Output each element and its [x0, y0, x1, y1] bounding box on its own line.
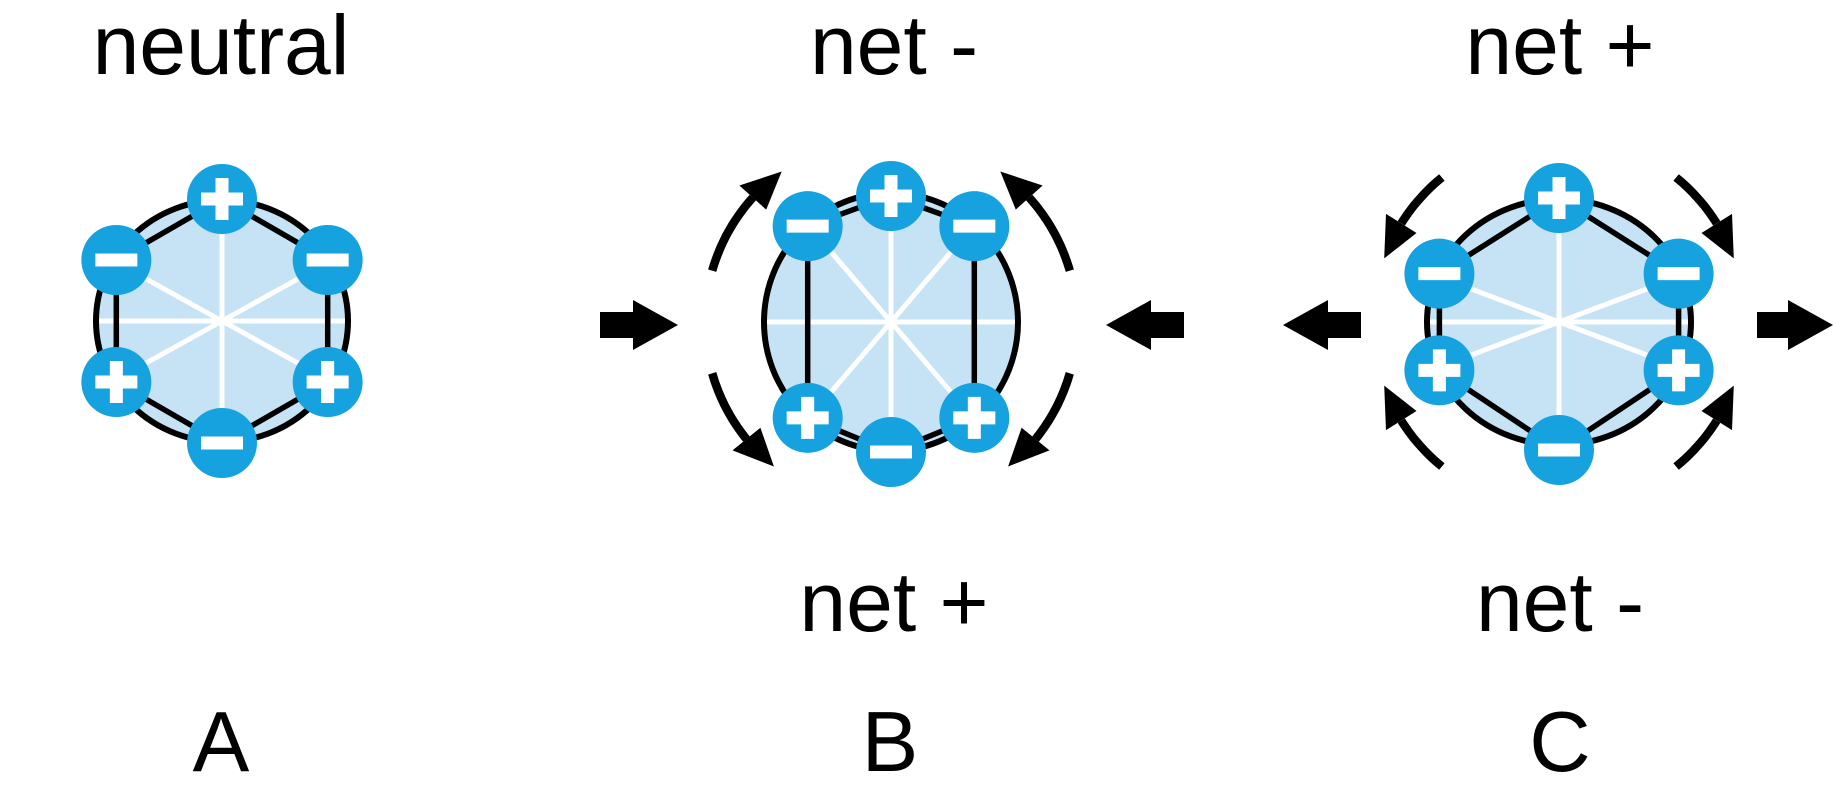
negative-charge	[1643, 238, 1714, 309]
rotation-arrow-arc	[1397, 418, 1445, 470]
panel-c-title: net +	[1465, 0, 1655, 92]
molecule-b	[600, 161, 1184, 487]
positive-charge	[1524, 163, 1594, 233]
positive-charge	[1404, 335, 1475, 406]
negative-charge	[939, 191, 1010, 262]
positive-charge	[856, 161, 926, 231]
rotation-arrow-head	[1701, 213, 1734, 259]
positive-charge	[1643, 335, 1714, 406]
rotation-arrow-arc	[1673, 418, 1721, 470]
rotation-arrow-head	[1008, 427, 1050, 467]
positive-charge	[772, 382, 843, 453]
panel-b-label: B	[861, 695, 919, 790]
panel-a-label: A	[192, 695, 250, 790]
positive-charge	[187, 164, 257, 234]
panel-b-title: net -	[809, 0, 979, 92]
panel-b-caption: net +	[799, 555, 989, 649]
negative-charge	[1524, 415, 1594, 485]
rotation-arrow-head	[739, 171, 782, 210]
panel-a-title: neutral	[92, 0, 350, 92]
tension-force-arrow	[1757, 300, 1833, 350]
rotation-arrow-arc	[1026, 194, 1074, 272]
molecule-c	[1283, 163, 1833, 485]
negative-charge	[856, 417, 926, 487]
positive-charge	[292, 347, 363, 417]
rotation-arrow-arc	[708, 372, 750, 442]
rotation-arrow-head	[1384, 213, 1417, 259]
compression-force-arrow	[1106, 300, 1184, 350]
rotation-arrow-arc	[708, 194, 756, 272]
positive-charge	[939, 382, 1010, 453]
negative-charge	[187, 408, 257, 478]
negative-charge	[81, 225, 152, 295]
positive-charge	[81, 347, 152, 417]
rotation-arrow-head	[1000, 171, 1043, 210]
compression-force-arrow	[600, 300, 678, 350]
rotation-arrow-head	[1701, 385, 1734, 431]
panel-c-label: C	[1529, 695, 1591, 790]
negative-charge	[772, 191, 843, 262]
molecule-a	[81, 164, 363, 478]
rotation-arrow-arc	[1673, 174, 1721, 226]
rotation-arrow-arc	[1032, 372, 1074, 442]
rotation-arrow-arc	[1397, 174, 1445, 226]
tension-force-arrow	[1283, 300, 1361, 350]
negative-charge	[292, 225, 363, 295]
panel-c-caption: net -	[1475, 555, 1645, 649]
rotation-arrow-head	[1384, 385, 1417, 431]
rotation-arrow-head	[732, 427, 774, 467]
negative-charge	[1404, 238, 1475, 309]
